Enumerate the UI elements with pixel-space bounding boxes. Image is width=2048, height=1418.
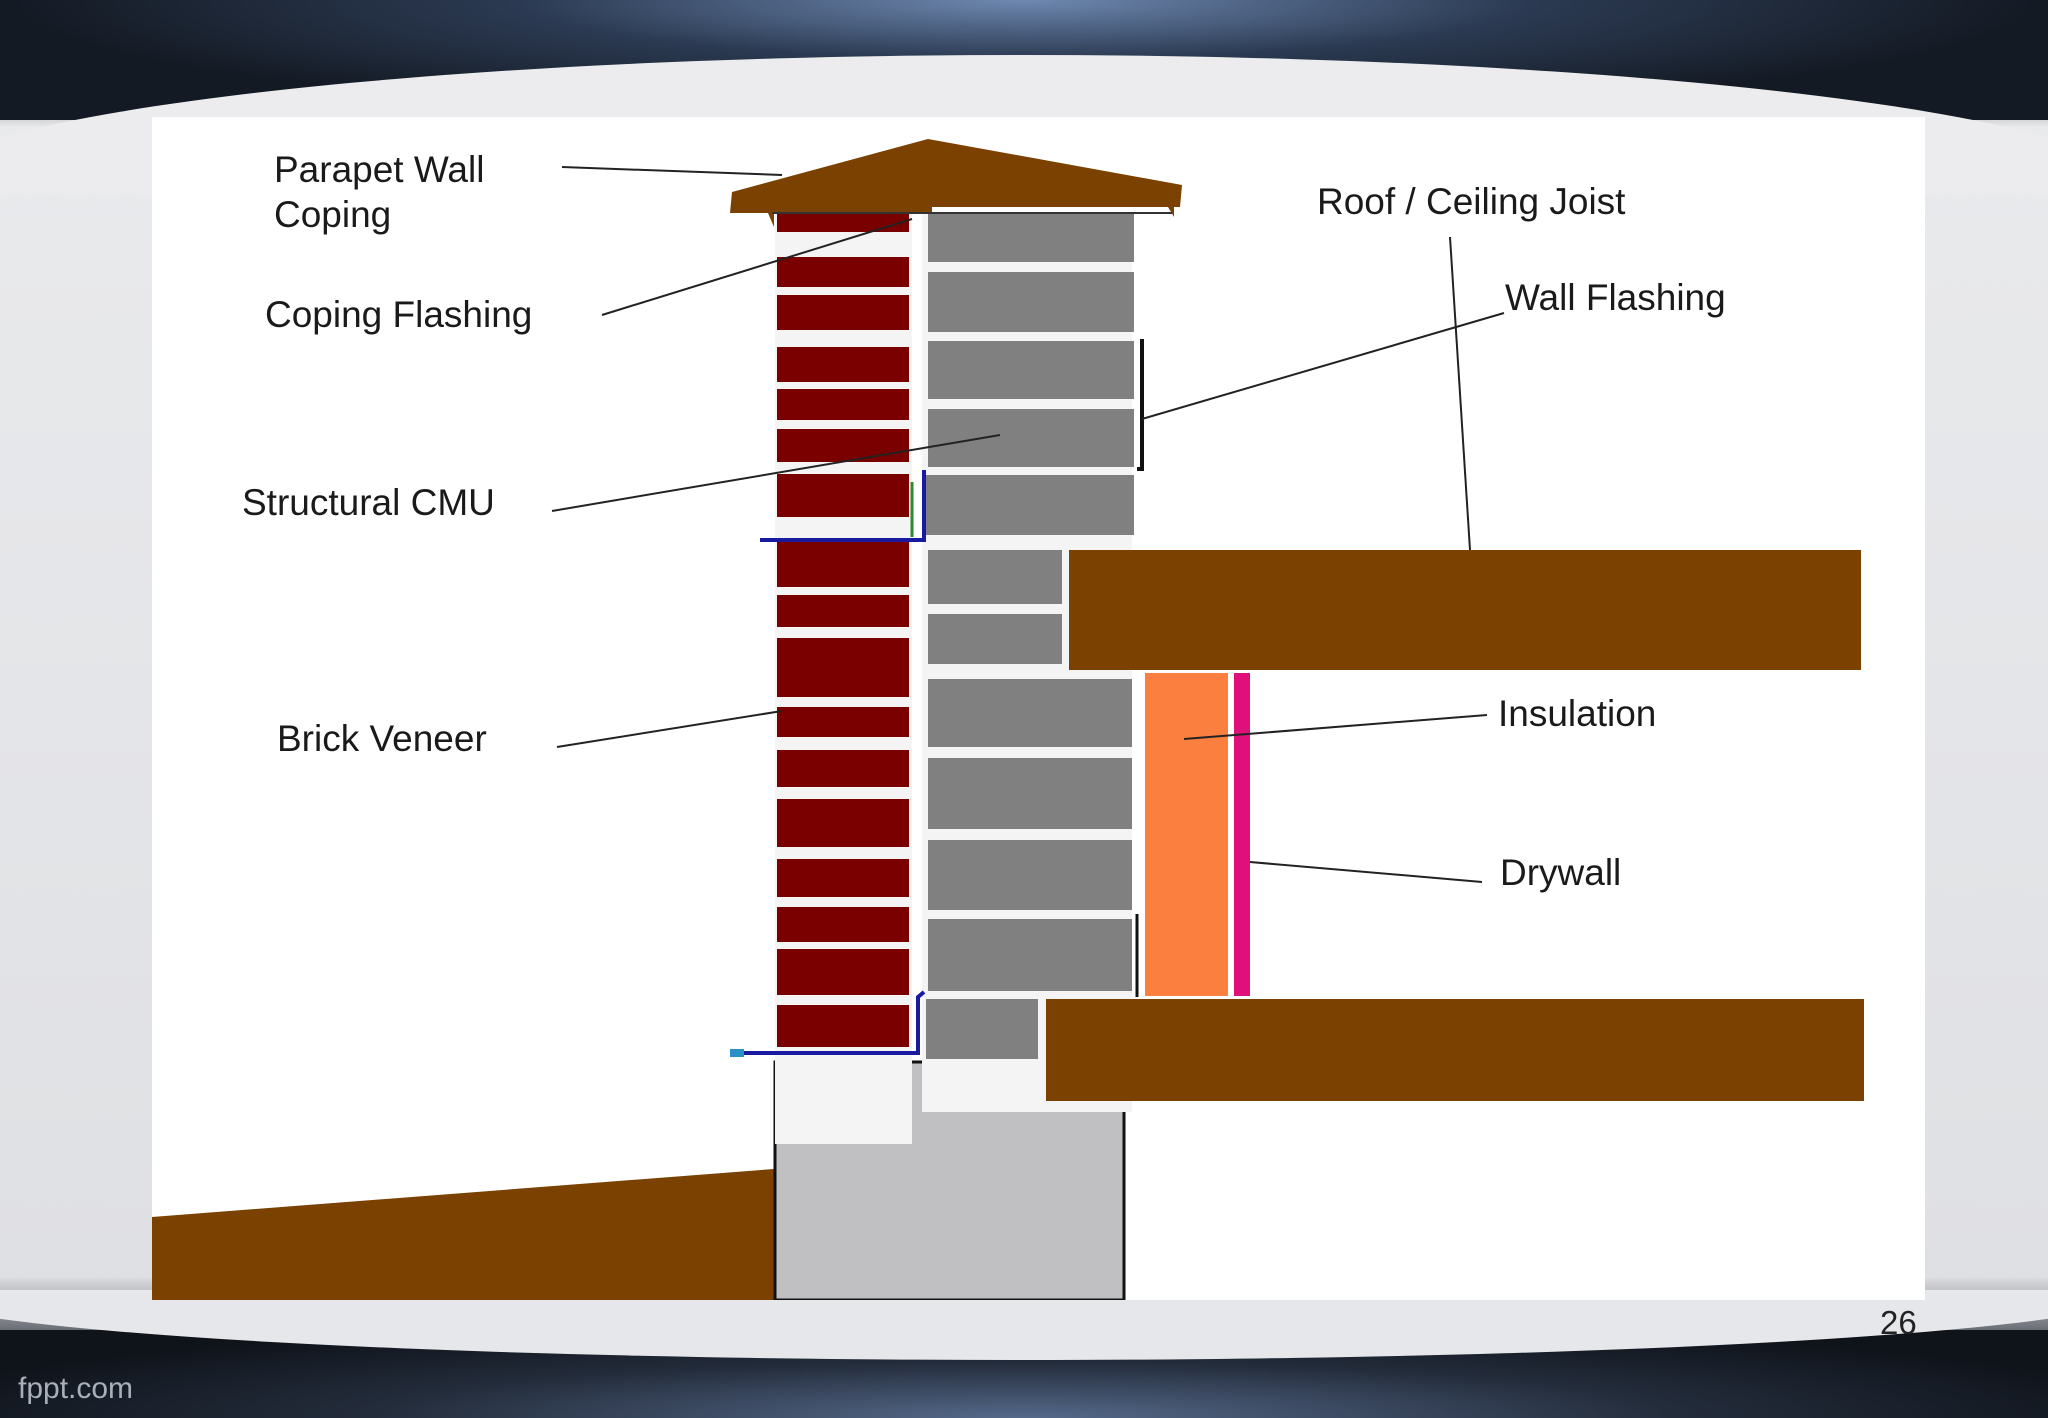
leader-lines — [551, 166, 1505, 883]
brick-course — [777, 638, 909, 697]
parapet-coping — [730, 139, 1182, 227]
floor-joist — [1046, 999, 1864, 1101]
cmu-block — [928, 214, 1134, 262]
leader-insulation — [1183, 714, 1488, 740]
label-wall-flashing: Wall Flashing — [1505, 277, 1726, 318]
through-wall-flashing-upper — [760, 470, 926, 542]
brick-course — [777, 907, 909, 942]
brick-course — [777, 474, 909, 517]
brick-course — [777, 595, 909, 627]
cmu-block — [928, 409, 1134, 467]
cmu-block — [928, 614, 1062, 664]
label-parapet-wall-coping: Parapet Wall Coping — [274, 147, 484, 237]
insulation-batt — [1145, 673, 1228, 996]
label-roof-ceiling-joist: Roof / Ceiling Joist — [1317, 181, 1626, 222]
brick-course — [777, 1005, 909, 1047]
cmu-block — [928, 758, 1132, 829]
label-structural-cmu: Structural CMU — [242, 482, 495, 523]
brick-course — [777, 389, 909, 420]
structural-cmu — [922, 214, 1134, 1059]
cmu-block — [922, 475, 1134, 535]
brick-course — [777, 257, 909, 287]
label-parapet-line2: Coping — [274, 194, 392, 235]
brick-course — [777, 429, 909, 462]
drywall-board — [1234, 673, 1250, 996]
label-insulation: Insulation — [1498, 693, 1657, 734]
brick-veneer — [777, 214, 909, 1047]
cmu-block — [928, 919, 1132, 991]
wall-section-drawing — [152, 139, 1864, 1300]
leader-parapet-coping — [561, 166, 783, 176]
label-drywall: Drywall — [1500, 852, 1622, 893]
brick-course — [777, 859, 909, 897]
cmu-block — [926, 999, 1038, 1059]
roof-ceiling-joist — [1069, 550, 1861, 670]
weep-drip — [730, 1049, 744, 1057]
cmu-block — [928, 272, 1134, 332]
cmu-block — [928, 840, 1132, 910]
leader-brick-veneer — [556, 710, 783, 748]
ground — [152, 1169, 774, 1300]
leader-roof-joist — [1449, 236, 1471, 551]
page-number: 26 — [1880, 1304, 1917, 1341]
cmu-block — [928, 341, 1134, 399]
brick-course — [777, 799, 909, 847]
through-wall-flashing-lower — [732, 990, 926, 1055]
cmu-block — [928, 550, 1062, 604]
footer-brand: fppt.com — [18, 1372, 134, 1405]
label-parapet-line1: Parapet Wall — [274, 149, 485, 190]
wall-section-diagram: Parapet Wall Coping Coping Flashing Stru… — [152, 117, 1925, 1300]
brick-course — [777, 347, 909, 382]
wall-flashing — [1137, 339, 1144, 471]
leader-drywall — [1249, 861, 1483, 883]
brick-course — [777, 542, 909, 587]
brick-course — [777, 214, 909, 232]
label-coping-flashing: Coping Flashing — [265, 294, 533, 335]
cmu-block — [928, 679, 1132, 747]
leader-structural-cmu — [551, 434, 1001, 512]
leader-coping-flashing — [601, 218, 913, 316]
label-brick-veneer: Brick Veneer — [277, 718, 487, 759]
leader-wall-flashing — [1141, 312, 1505, 420]
brick-course — [777, 750, 909, 787]
brick-course — [777, 295, 909, 330]
brick-course — [777, 949, 909, 995]
brick-course — [777, 707, 909, 737]
